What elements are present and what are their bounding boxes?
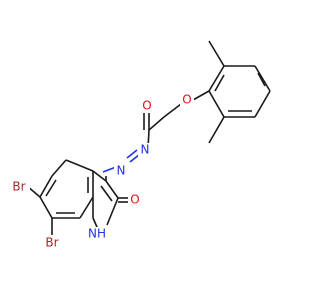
ether-oxygen-atom: O	[180, 93, 194, 107]
svg-text:Br: Br	[45, 236, 58, 250]
svg-text:N: N	[141, 143, 150, 157]
carbonyl-oxygen-atom: O	[140, 99, 154, 113]
svg-text:NH: NH	[88, 227, 106, 241]
acetohydrazide-linker	[102, 90, 210, 173]
dimethylphenyl-ring	[208, 40, 271, 144]
hydrazone-nitrogen-2-atom: N	[114, 164, 128, 178]
molecule-structure-diagram: O O N N O NH Br Br	[8, 40, 271, 250]
svg-text:Br: Br	[12, 180, 25, 194]
indole-nh-atom: NH	[86, 227, 108, 241]
bromine-top-atom: Br	[8, 180, 30, 194]
svg-text:O: O	[182, 93, 191, 107]
indole-oxygen-atom: O	[128, 192, 142, 207]
indolinone-core	[26, 159, 128, 235]
svg-text:N: N	[117, 164, 126, 178]
bromine-bottom-atom: Br	[41, 236, 63, 250]
svg-text:O: O	[142, 99, 151, 113]
svg-text:O: O	[130, 193, 139, 207]
hydrazone-nitrogen-1-atom: N	[138, 143, 152, 157]
